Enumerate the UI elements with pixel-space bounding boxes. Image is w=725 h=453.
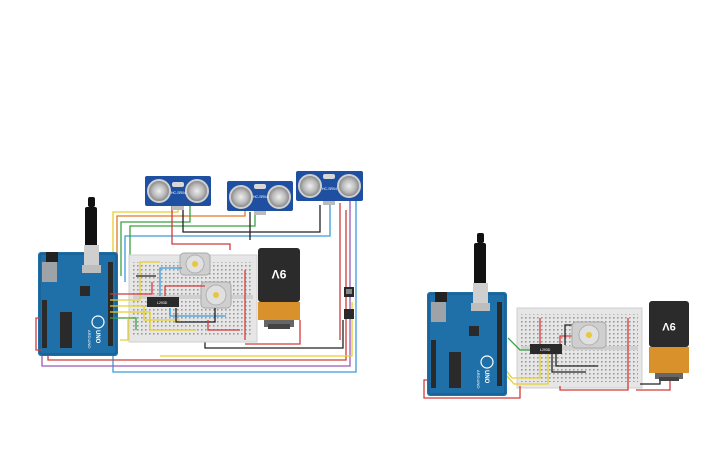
left-usb-cable-icon xyxy=(82,197,101,273)
right-battery-9v-icon[interactable]: 9V xyxy=(649,301,689,381)
right-battery-label: 9V xyxy=(662,320,676,332)
left-arduino-brand: UNO xyxy=(94,330,100,344)
right-driver-chip-label: L293D xyxy=(540,348,551,352)
ultrasonic-sensor-icon-1[interactable]: HC-SR04 xyxy=(145,176,211,210)
left-battery-label: 9V xyxy=(272,267,287,281)
left-dc-motor-icon-2[interactable] xyxy=(200,281,232,309)
ultrasonic-sensor-icon-2[interactable]: HC-SR04 xyxy=(227,181,293,215)
left-arduino-board[interactable]: UNO ARDUINO xyxy=(38,252,118,356)
left-circuit: UNO ARDUINO L293D xyxy=(35,171,363,373)
right-driver-chip[interactable]: L293D xyxy=(530,344,562,354)
right-wires[interactable] xyxy=(423,318,671,399)
left-dc-motor-icon[interactable] xyxy=(179,252,211,276)
left-driver-chip-label: L293D xyxy=(157,301,168,305)
right-arduino-board[interactable]: UNO ARDUINO xyxy=(427,292,507,396)
left-arduino-model: ARDUINO xyxy=(87,330,92,348)
sensor-3-label: HC-SR04 xyxy=(322,187,337,191)
left-breadboard-wires[interactable] xyxy=(35,261,246,351)
sensor-2-label: HC-SR04 xyxy=(253,195,268,199)
left-battery-9v-icon[interactable]: 9V xyxy=(258,248,300,329)
sensor-1-label: HC-SR04 xyxy=(171,191,186,195)
right-dc-motor-icon[interactable] xyxy=(571,321,607,349)
ultrasonic-sensor-icon-3[interactable]: HC-SR04 xyxy=(296,171,363,205)
right-arduino-brand: UNO xyxy=(483,370,489,384)
left-temp-sensor-icon[interactable] xyxy=(344,287,354,319)
left-wires[interactable] xyxy=(41,200,357,373)
right-arduino-model: ARDUINO xyxy=(476,370,481,388)
right-circuit: UNO ARDUINO L293D xyxy=(423,233,689,399)
right-usb-cable-icon xyxy=(471,233,490,311)
left-driver-chip[interactable]: L293D xyxy=(147,297,179,307)
